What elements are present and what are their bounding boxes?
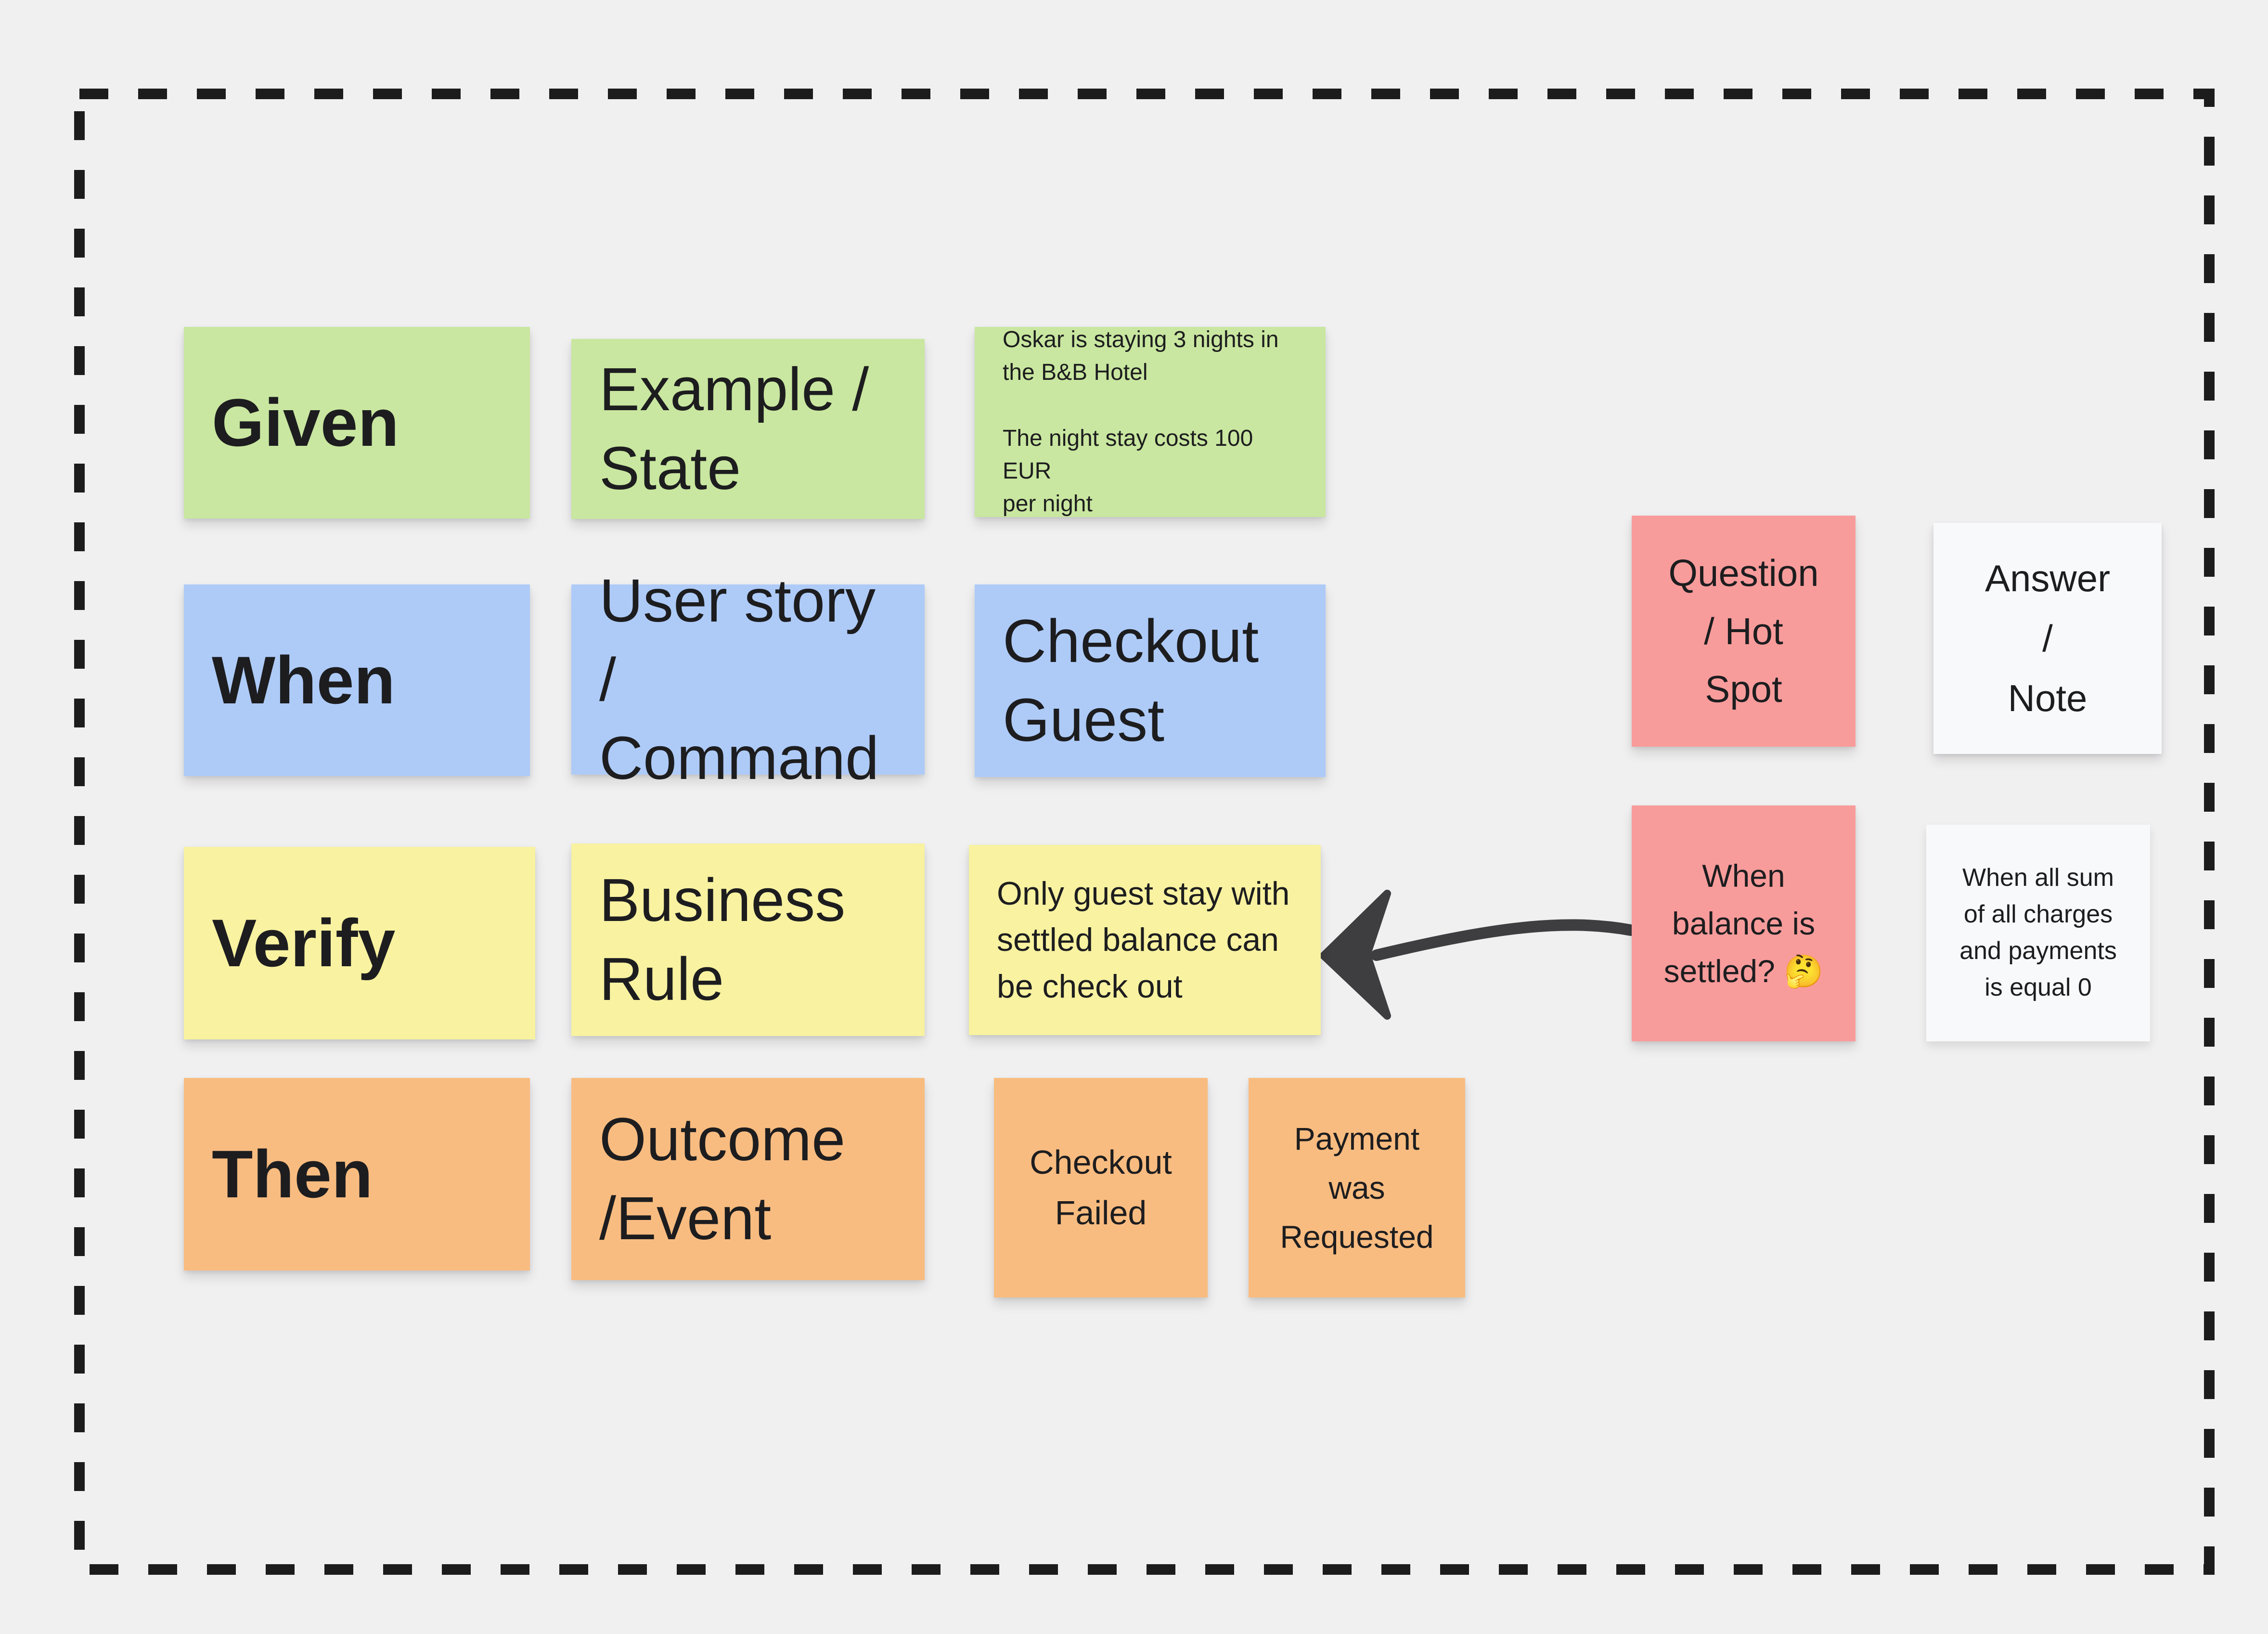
sticky-note-given[interactable]: Given [184, 327, 530, 519]
sticky-note-business-rule-text: Business Rule [599, 866, 846, 1013]
sticky-note-outcome-event-text: Outcome /Event [599, 1105, 846, 1252]
sticky-note-sum-charges-payments-text: When all sum of all charges and payments… [1959, 864, 2117, 1001]
sticky-note-question-hotspot-text: Question / Hot Spot [1668, 551, 1819, 711]
sticky-note-when[interactable]: When [184, 584, 530, 776]
sticky-note-verify[interactable]: Verify [184, 847, 535, 1039]
sticky-note-checkout-guest[interactable]: Checkout Guest [975, 584, 1326, 777]
sticky-note-outcome-event[interactable]: Outcome /Event [571, 1078, 925, 1280]
connector-arrowhead-icon [1320, 890, 1391, 1020]
sticky-note-oskar-example-text: Oskar is staying 3 nights in the B&B Hot… [1003, 327, 1279, 517]
sticky-note-sum-charges-payments[interactable]: When all sum of all charges and payments… [1926, 825, 2150, 1041]
sticky-note-when-balance-settled-text: When balance is settled? 🤔 [1663, 857, 1824, 989]
sticky-note-when-text: When [212, 642, 396, 718]
sticky-note-example-state-text: Example / State [599, 355, 869, 502]
sticky-note-oskar-example[interactable]: Oskar is staying 3 nights in the B&B Hot… [975, 327, 1326, 517]
sticky-note-answer-note[interactable]: Answer / Note [1933, 523, 2162, 754]
sticky-note-example-state[interactable]: Example / State [571, 339, 925, 519]
dashed-frame[interactable] [74, 89, 2215, 1575]
connector-arrow[interactable] [1320, 890, 1637, 1020]
sticky-note-settled-balance-rule[interactable]: Only guest stay with settled balance can… [969, 845, 1321, 1035]
sticky-note-then-text: Then [212, 1136, 373, 1212]
sticky-note-payment-requested[interactable]: Payment was Requested [1249, 1078, 1465, 1297]
sticky-note-settled-balance-rule-text: Only guest stay with settled balance can… [997, 875, 1290, 1005]
sticky-note-verify-text: Verify [212, 905, 396, 981]
sticky-note-payment-requested-text: Payment was Requested [1280, 1120, 1434, 1255]
sticky-note-checkout-guest-text: Checkout Guest [1003, 607, 1259, 754]
sticky-note-user-story-command-text: User story / Command [599, 566, 879, 792]
sticky-note-given-text: Given [212, 385, 399, 460]
sticky-note-then[interactable]: Then [184, 1078, 530, 1271]
sticky-note-when-balance-settled[interactable]: When balance is settled? 🤔 [1632, 805, 1856, 1041]
sticky-note-answer-note-text: Answer / Note [1984, 557, 2111, 720]
connector-arrow-line [1371, 919, 1637, 961]
sticky-note-checkout-failed-text: Checkout Failed [1030, 1143, 1172, 1232]
sticky-note-user-story-command[interactable]: User story / Command [571, 567, 925, 792]
sticky-note-checkout-failed[interactable]: Checkout Failed [994, 1078, 1208, 1297]
sticky-note-question-hotspot[interactable]: Question / Hot Spot [1632, 516, 1856, 747]
sticky-note-business-rule[interactable]: Business Rule [571, 843, 925, 1036]
